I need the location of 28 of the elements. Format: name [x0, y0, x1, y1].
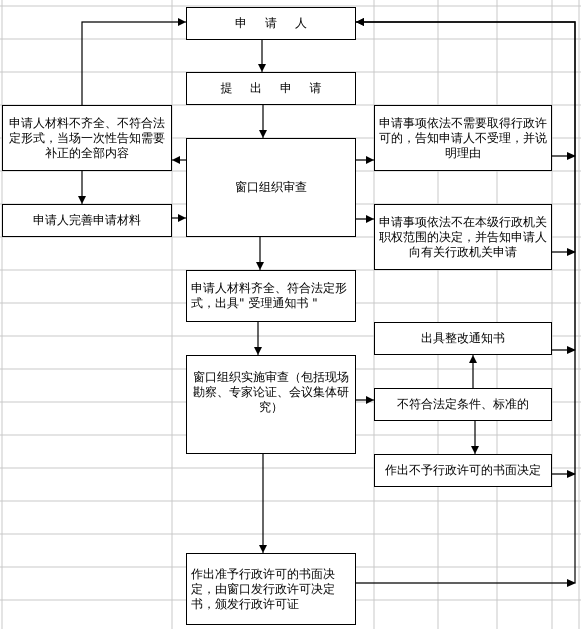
process-box: 申请事项依法不需要取得行政许可的，告知申请人不受理，并说明理由 — [374, 105, 552, 171]
arrow — [256, 237, 264, 270]
process-box: 提 出 申 请 — [186, 72, 356, 105]
process-box: 出具整改通知书 — [374, 322, 552, 355]
arrow — [81, 18, 186, 105]
process-box: 申 请 人 — [186, 7, 356, 40]
arrow — [356, 215, 374, 223]
arrow — [78, 171, 86, 204]
arrow — [172, 214, 186, 222]
process-box: 申请人材料不齐全、不符合法定形式，当场一次性告知需要补正的全部内容 — [2, 105, 172, 171]
process-box: 申请人完善申请材料 — [2, 204, 172, 237]
process-box: 申请事项依法不在本级行政机关职权范围的决定，并告知申请人向有关行政机关申请 — [374, 204, 552, 270]
process-box: 窗口组织审查 — [186, 138, 356, 237]
arrow — [356, 396, 374, 404]
arrow — [259, 105, 267, 138]
process-box: 作出不予行政许可的书面决定 — [374, 454, 552, 487]
process-box: 不符合法定条件、标准的 — [374, 388, 552, 421]
arrow — [469, 355, 477, 388]
arrow — [258, 40, 266, 72]
arrow — [356, 156, 374, 164]
process-box: 申请人材料齐全、符合法定形式，出具" 受理通知书 " — [186, 270, 356, 322]
process-box: 作出准予行政许可的书面决定，由窗口发行政许可决定书，颁发行政许可证 — [186, 553, 356, 625]
process-box: 窗口组织实施审查（包括现场勘察、专家论证、会议集体研究） — [186, 355, 356, 454]
arrow — [471, 421, 479, 454]
arrow — [254, 322, 262, 355]
arrow — [259, 454, 267, 553]
arrow — [172, 156, 186, 164]
arrow — [356, 18, 576, 587]
